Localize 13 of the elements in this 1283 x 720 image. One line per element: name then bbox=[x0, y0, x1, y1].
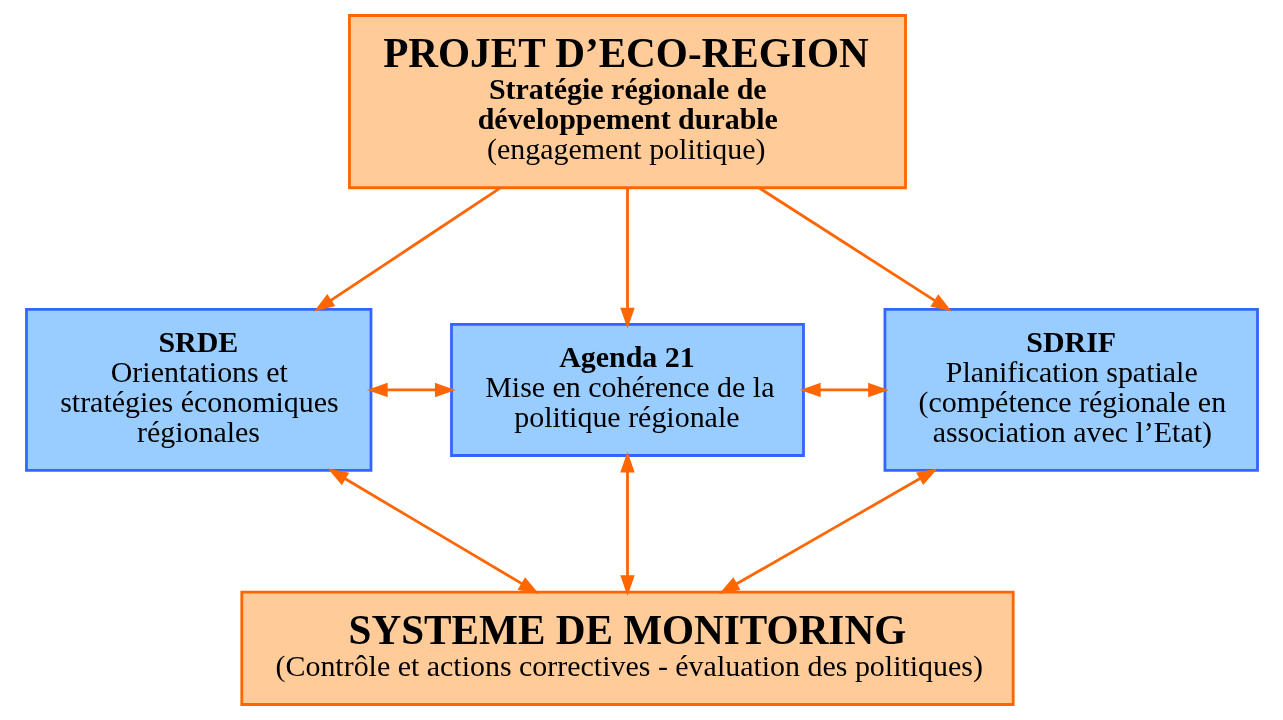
node-box: Agenda 21 Mise en cohérence de la politique régionale bbox=[449, 323, 805, 457]
node-box: PROJET D’ECO-REGION Stratégie régionale de développement durable (engagement politique) bbox=[347, 14, 907, 190]
arrow bbox=[327, 468, 539, 594]
node-box: SRDE Orientations et stratégies économiques régionales bbox=[24, 308, 372, 472]
arrow bbox=[758, 186, 952, 312]
arrow bbox=[366, 382, 456, 398]
arrow bbox=[619, 451, 635, 596]
node-box: SDRIF Planification spatiale (compétence régionale en association avec l’Etat) bbox=[883, 308, 1259, 472]
arrow bbox=[619, 188, 635, 329]
arrow bbox=[313, 186, 501, 312]
arrow bbox=[718, 468, 938, 594]
arrow bbox=[799, 382, 889, 398]
node-box: SYSTEME DE MONITORING (Contrôle et actions correctives - évaluation des politiques) bbox=[239, 590, 1015, 706]
